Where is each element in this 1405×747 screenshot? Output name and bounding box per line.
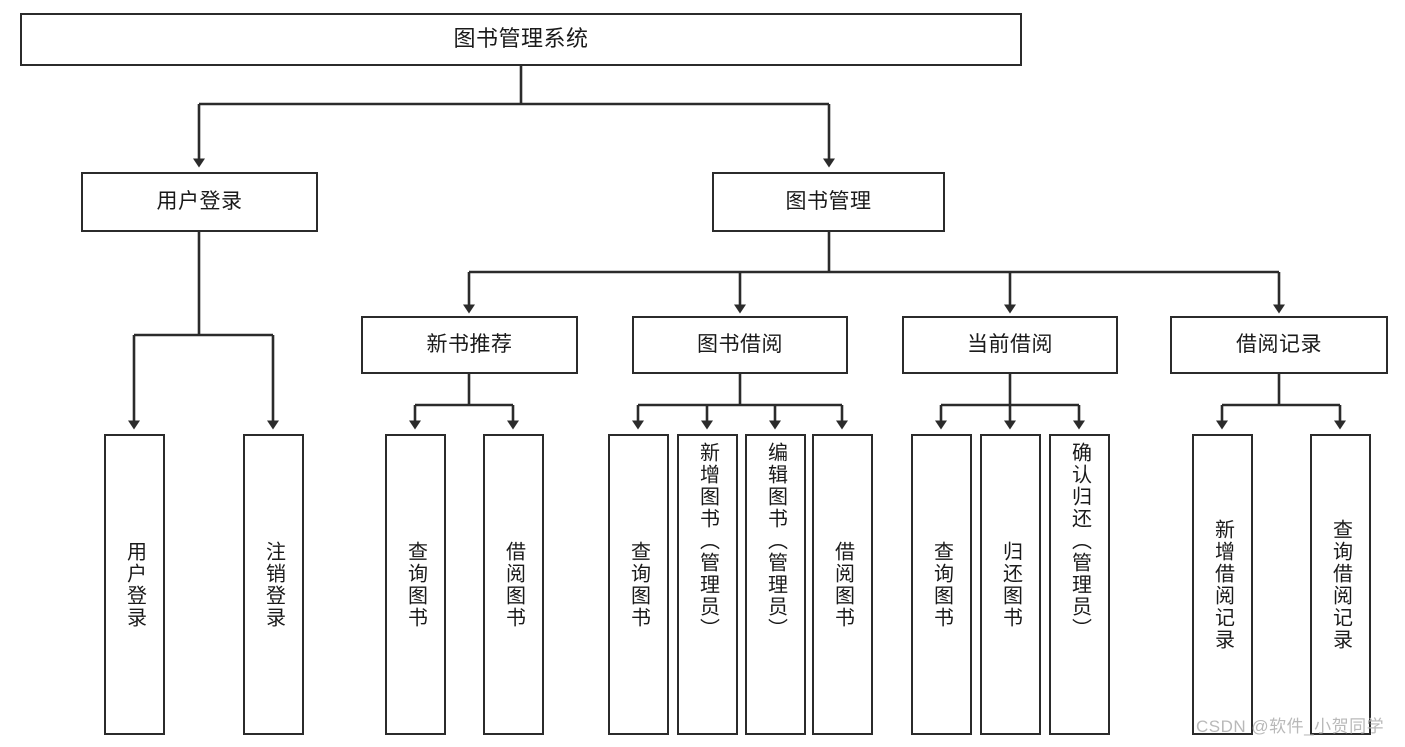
- leaf-user-login-label: 用户登录: [123, 540, 146, 629]
- leaf-query-book-1-label: 查询图书: [404, 540, 427, 629]
- leaf-add-book[interactable]: 新增图书（管理员）: [677, 434, 738, 735]
- leaf-return-book[interactable]: 归还图书: [980, 434, 1041, 735]
- node-root-label: 图书管理系统: [453, 26, 589, 52]
- leaf-return-book-label: 归还图书: [999, 540, 1022, 629]
- node-user-login-label: 用户登录: [156, 190, 243, 214]
- node-book-management[interactable]: 图书管理: [712, 172, 945, 232]
- leaf-query-book-1[interactable]: 查询图书: [385, 434, 446, 735]
- leaf-borrow-book-2[interactable]: 借阅图书: [812, 434, 873, 735]
- leaf-borrow-book-1-label: 借阅图书: [502, 540, 525, 629]
- leaf-user-logout-label: 注销登录: [262, 540, 285, 629]
- node-new-book-recommend-label: 新书推荐: [426, 333, 513, 357]
- leaf-query-record[interactable]: 查询借阅记录: [1310, 434, 1371, 735]
- leaf-query-book-2-label: 查询图书: [627, 540, 650, 629]
- node-book-borrow[interactable]: 图书借阅: [632, 316, 848, 374]
- leaf-borrow-book-2-label: 借阅图书: [831, 540, 854, 629]
- leaf-confirm-return[interactable]: 确认归还（管理员）: [1049, 434, 1110, 735]
- leaf-add-record-label: 新增借阅记录: [1211, 518, 1234, 651]
- node-current-borrow[interactable]: 当前借阅: [902, 316, 1118, 374]
- leaf-query-book-3[interactable]: 查询图书: [911, 434, 972, 735]
- node-borrow-record[interactable]: 借阅记录: [1170, 316, 1388, 374]
- leaf-query-book-3-label: 查询图书: [930, 540, 953, 629]
- node-root[interactable]: 图书管理系统: [20, 13, 1022, 66]
- leaf-user-logout[interactable]: 注销登录: [243, 434, 304, 735]
- leaf-edit-book[interactable]: 编辑图书（管理员）: [745, 434, 806, 735]
- node-book-management-label: 图书管理: [785, 190, 872, 214]
- node-book-borrow-label: 图书借阅: [697, 333, 783, 357]
- leaf-user-login[interactable]: 用户登录: [104, 434, 165, 735]
- node-borrow-record-label: 借阅记录: [1236, 333, 1322, 357]
- leaf-query-book-2[interactable]: 查询图书: [608, 434, 669, 735]
- leaf-confirm-return-label: 确认归还（管理员）: [1068, 442, 1091, 640]
- node-user-login[interactable]: 用户登录: [81, 172, 318, 232]
- leaf-add-record[interactable]: 新增借阅记录: [1192, 434, 1253, 735]
- leaf-add-book-label: 新增图书（管理员）: [696, 442, 719, 640]
- leaf-edit-book-label: 编辑图书（管理员）: [764, 442, 787, 640]
- node-current-borrow-label: 当前借阅: [967, 333, 1053, 357]
- node-new-book-recommend[interactable]: 新书推荐: [361, 316, 578, 374]
- leaf-query-record-label: 查询借阅记录: [1329, 518, 1352, 651]
- leaf-borrow-book-1[interactable]: 借阅图书: [483, 434, 544, 735]
